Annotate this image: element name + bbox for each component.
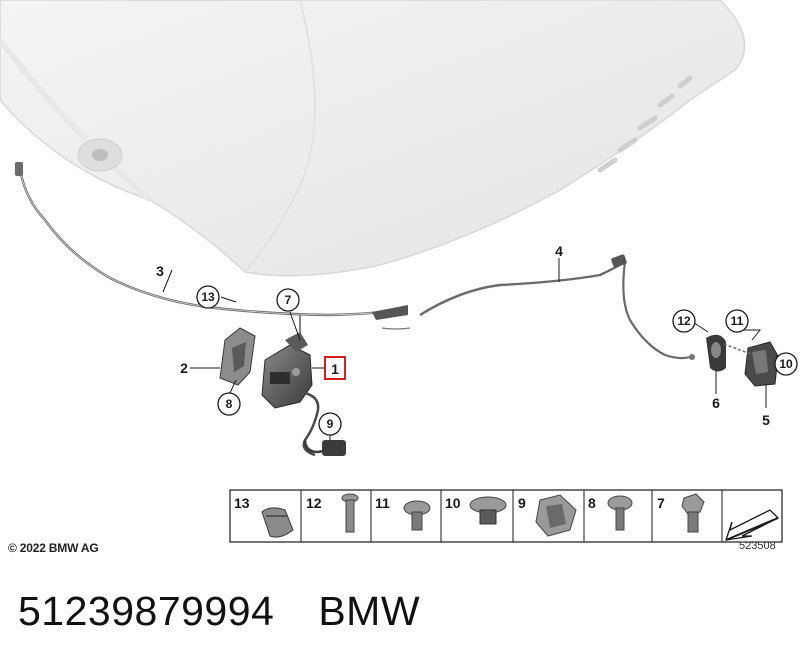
hood-latch-opening bbox=[77, 138, 123, 172]
svg-text:11: 11 bbox=[375, 495, 390, 511]
catch-assembly bbox=[706, 334, 779, 387]
callout-8[interactable]: 8 bbox=[217, 392, 241, 416]
svg-text:5: 5 bbox=[762, 412, 770, 428]
hood-panel bbox=[0, 0, 746, 277]
callout-12[interactable]: 12 bbox=[672, 309, 696, 333]
lock-bracket bbox=[219, 327, 256, 386]
callout-5[interactable]: 5 bbox=[762, 412, 770, 428]
svg-text:7: 7 bbox=[657, 495, 665, 511]
footer-caption: 51239879994 BMW bbox=[18, 588, 420, 635]
leader-lines bbox=[162, 258, 786, 441]
legend-cell-10[interactable]: 10 bbox=[445, 495, 507, 525]
part-number: 51239879994 bbox=[18, 588, 275, 634]
callout-11[interactable]: 11 bbox=[725, 309, 749, 333]
svg-text:13: 13 bbox=[201, 290, 215, 304]
callout-9[interactable]: 9 bbox=[318, 412, 342, 436]
callout-2[interactable]: 2 bbox=[180, 360, 188, 376]
svg-text:4: 4 bbox=[555, 243, 563, 259]
legend-cell-12[interactable]: 12 bbox=[306, 493, 359, 533]
svg-text:8: 8 bbox=[226, 397, 233, 411]
legend-cell-11[interactable]: 11 bbox=[375, 495, 431, 531]
callout-13[interactable]: 13 bbox=[196, 285, 220, 309]
svg-text:9: 9 bbox=[327, 417, 334, 431]
hood-lock bbox=[261, 315, 320, 457]
callout-4[interactable]: 4 bbox=[555, 243, 563, 259]
brand-name: BMW bbox=[318, 588, 421, 634]
svg-text:8: 8 bbox=[588, 495, 596, 511]
copyright-text: © 2022 BMW AG bbox=[8, 541, 99, 555]
legend-arrow-cell bbox=[725, 509, 780, 541]
diagram-code: 523508 bbox=[739, 540, 776, 552]
svg-text:13: 13 bbox=[234, 495, 250, 511]
svg-text:6: 6 bbox=[712, 395, 720, 411]
bowden-cable-front bbox=[15, 162, 411, 330]
legend-cell-13[interactable]: 13 bbox=[234, 495, 294, 538]
callout-3[interactable]: 3 bbox=[156, 263, 164, 279]
callout-1-highlighted[interactable]: 1 bbox=[324, 356, 346, 380]
svg-text:10: 10 bbox=[779, 357, 793, 371]
legend-cell-8[interactable]: 8 bbox=[588, 495, 633, 531]
svg-text:2: 2 bbox=[180, 360, 188, 376]
svg-text:7: 7 bbox=[285, 293, 292, 307]
svg-text:9: 9 bbox=[518, 495, 526, 511]
callout-6[interactable]: 6 bbox=[712, 395, 720, 411]
parts-legend: 13 12 11 10 9 8 7 bbox=[229, 489, 783, 543]
bowden-cable-rear bbox=[419, 254, 695, 360]
electrical-connector bbox=[303, 439, 346, 456]
callout-10[interactable]: 10 bbox=[774, 352, 798, 376]
svg-text:12: 12 bbox=[677, 314, 691, 328]
svg-text:3: 3 bbox=[156, 263, 164, 279]
svg-text:1: 1 bbox=[331, 361, 339, 377]
svg-text:10: 10 bbox=[445, 495, 461, 511]
legend-cell-7[interactable]: 7 bbox=[657, 493, 705, 533]
callout-7[interactable]: 7 bbox=[276, 288, 300, 312]
svg-text:12: 12 bbox=[306, 495, 322, 511]
legend-cell-9[interactable]: 9 bbox=[518, 494, 577, 537]
svg-text:11: 11 bbox=[731, 314, 744, 328]
